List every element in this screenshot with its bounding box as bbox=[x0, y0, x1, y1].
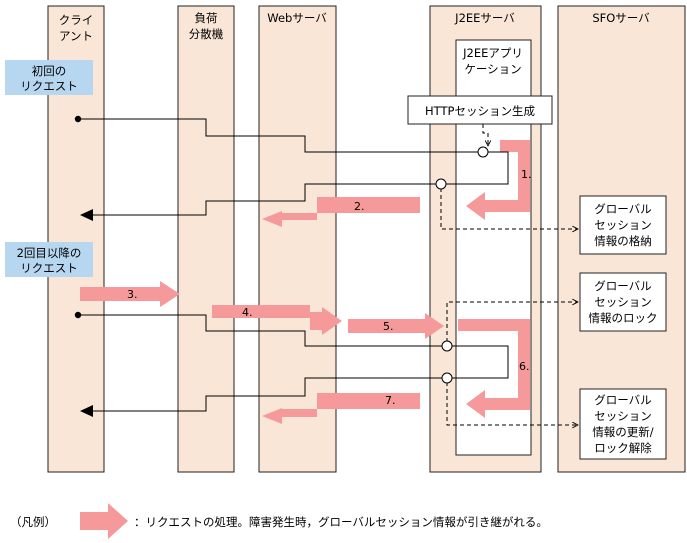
session-circle-3 bbox=[441, 340, 453, 352]
flow-arrow-3 bbox=[80, 281, 180, 307]
flow-arrow-7 bbox=[262, 393, 420, 424]
legend-text: ：リクエストの処理。障害発生時，グローバルセッション情報が引き継がれる。 bbox=[134, 515, 548, 529]
http-session-label: HTTPセッション生成 bbox=[425, 104, 535, 118]
dashed-lock bbox=[446, 302, 578, 342]
sfo-box-update bbox=[579, 388, 667, 460]
step-label-4: 4. bbox=[242, 306, 253, 319]
session-circle-2 bbox=[435, 178, 447, 190]
j2ee-server-label: J2EEサーバ bbox=[454, 11, 515, 25]
flow-arrow-5 bbox=[348, 313, 444, 339]
web-server-label: Webサーバ bbox=[267, 11, 327, 25]
response-arrowhead-2 bbox=[80, 405, 93, 417]
line-session-loop-1 bbox=[447, 345, 509, 379]
sfo-box-update-line-2: セッション bbox=[594, 409, 652, 423]
session-circle-1 bbox=[477, 146, 489, 158]
flow-arrow-6 bbox=[458, 319, 530, 418]
step-label-5: 5. bbox=[383, 320, 394, 333]
step-label-2: 2. bbox=[354, 200, 365, 213]
request-start-dot-1 bbox=[74, 115, 82, 123]
flow-arrows bbox=[80, 140, 530, 539]
legend-arrow bbox=[80, 503, 128, 539]
load-balancer-label-1: 負荷 bbox=[195, 11, 218, 25]
line-second-request bbox=[79, 314, 447, 347]
second-request-label-1: 2回目以降の bbox=[17, 246, 82, 260]
sfo-box-lock-line-3: 情報のロック bbox=[589, 311, 658, 325]
second-request-box bbox=[5, 242, 93, 277]
sfo-box-store-line-1: グローバル bbox=[594, 202, 651, 216]
line-session-loop-2 bbox=[441, 151, 509, 185]
first-request-box bbox=[5, 60, 93, 95]
step-label-6: 6. bbox=[519, 360, 530, 373]
sfo-box-update-line-1: グローバル bbox=[594, 393, 651, 407]
flow-arrow-4 bbox=[212, 305, 342, 335]
step-label-1: 1. bbox=[521, 168, 532, 181]
first-request-label-2: リクエスト bbox=[20, 79, 78, 93]
dashed-update bbox=[446, 382, 578, 425]
dashed-lines bbox=[440, 124, 578, 425]
j2ee-app-label-1: J2EEアプリ bbox=[462, 46, 523, 60]
sfo-box-store-line-3: 情報の格納 bbox=[594, 234, 652, 248]
flow-arrow-1 bbox=[466, 140, 530, 220]
session-circle-4 bbox=[441, 372, 453, 384]
sfo-box-update-line-4: ロック解除 bbox=[594, 441, 652, 455]
first-request-label-1: 初回の bbox=[32, 64, 67, 78]
lane-load-balancer bbox=[177, 5, 235, 473]
line-second-response bbox=[91, 377, 447, 412]
load-balancer-label-2: 分散機 bbox=[189, 27, 224, 41]
connector-lines bbox=[79, 118, 509, 412]
client-label-2: アント bbox=[59, 29, 93, 43]
line-first-request bbox=[79, 118, 483, 153]
second-request-label-2: リクエスト bbox=[20, 261, 78, 275]
session-circles bbox=[435, 146, 489, 384]
client-label-1: クライ bbox=[59, 13, 94, 27]
sfo-box-lock bbox=[579, 272, 667, 332]
sfo-server-label: SFOサーバ bbox=[592, 11, 650, 25]
sfo-box-update-line-3: 情報の更新/ bbox=[592, 425, 653, 439]
step-label-3: 3. bbox=[127, 288, 138, 301]
request-start-dot-2 bbox=[74, 311, 82, 319]
response-arrowhead-1 bbox=[80, 209, 93, 221]
flow-arrow-2 bbox=[262, 197, 420, 227]
sfo-box-lock-line-2: セッション bbox=[594, 295, 652, 309]
line-first-response bbox=[91, 183, 441, 216]
sfo-box-store-line-2: セッション bbox=[594, 218, 652, 232]
sfo-box-lock-line-1: グローバル bbox=[594, 279, 651, 293]
j2ee-app-label-2: ケーション bbox=[464, 62, 521, 76]
sfo-box-store bbox=[579, 195, 667, 255]
http-session-box bbox=[407, 95, 553, 125]
legend-title: （凡例） bbox=[10, 515, 56, 529]
step-label-7: 7. bbox=[385, 394, 396, 407]
